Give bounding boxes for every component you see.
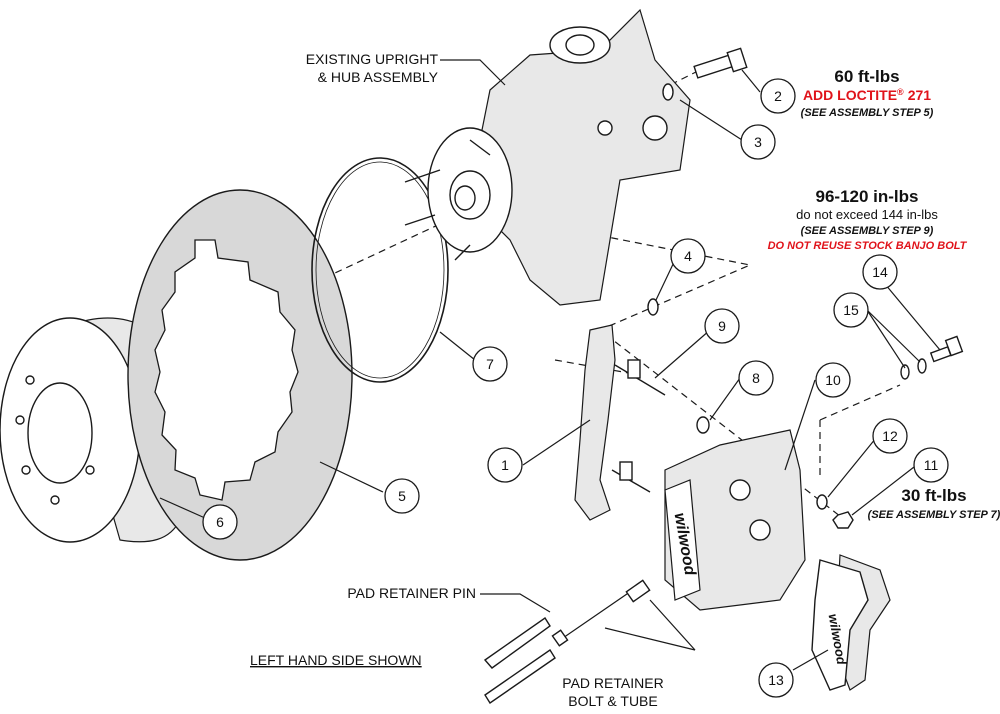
svg-text:14: 14 (872, 264, 888, 280)
callout-3: 3 (740, 124, 776, 160)
svg-text:2: 2 (774, 88, 782, 104)
pad-pin-label: PAD RETAINER PIN (347, 585, 476, 601)
washer-12 (816, 494, 828, 510)
washer-4 (647, 298, 659, 316)
upright-label-line2: & HUB ASSEMBLY (318, 69, 439, 85)
assembly-labels: EXISTING UPRIGHT & HUB ASSEMBLY PAD RETA… (250, 51, 664, 709)
upright-hub (404, 8, 691, 306)
svg-text:5: 5 (398, 488, 406, 504)
callout-5: 5 (384, 478, 420, 514)
svg-text:4: 4 (684, 248, 692, 264)
brake-rotor (127, 189, 353, 561)
washer-3 (662, 83, 674, 101)
svg-text:7: 7 (486, 356, 494, 372)
mounting-bolt (693, 47, 748, 79)
torque-nut-value: 30 ft-lbs (901, 486, 966, 505)
torque-note-banjo: 96-120 in-lbs do not exceed 144 in-lbs (… (768, 187, 968, 252)
svg-text:11: 11 (924, 457, 939, 473)
callout-1: 1 (487, 447, 523, 483)
torque-nut-step: (SEE ASSEMBLY STEP 7) (868, 509, 1000, 521)
svg-text:12: 12 (882, 428, 898, 444)
torque-note-nut: 30 ft-lbs (SEE ASSEMBLY STEP 7) (868, 486, 1000, 521)
caliper-body: wilwood (664, 429, 806, 611)
callout-4: 4 (670, 238, 706, 274)
torque-banjo-value: 96-120 in-lbs (816, 187, 919, 206)
assembly-centerlines (19, 69, 901, 521)
callout-11: 11 (913, 447, 949, 483)
svg-text:1: 1 (501, 457, 509, 473)
callout-13: 13 (758, 662, 794, 698)
pad-bolt-label-line1: PAD RETAINER (562, 675, 663, 691)
callout-9: 9 (704, 308, 740, 344)
torque-bolt-step: (SEE ASSEMBLY STEP 5) (801, 107, 934, 119)
torque-banjo-step: (SEE ASSEMBLY STEP 9) (801, 225, 934, 237)
callout-6: 6 (202, 504, 238, 540)
callout-15: 15 (833, 292, 869, 328)
svg-text:3: 3 (754, 134, 762, 150)
nut-11 (832, 511, 854, 529)
svg-text:10: 10 (825, 372, 841, 388)
banjo-bolt-warning: DO NOT REUSE STOCK BANJO BOLT (768, 240, 968, 252)
svg-text:8: 8 (752, 370, 760, 386)
torque-note-bolt: 60 ft-lbs ADD LOCTITE®271 (SEE ASSEMBLY … (801, 67, 934, 119)
torque-banjo-limit: do not exceed 144 in-lbs (796, 207, 938, 222)
caliper-bracket (574, 324, 666, 521)
svg-text:6: 6 (216, 514, 224, 530)
callout-12: 12 (872, 418, 908, 454)
loctite-note: ADD LOCTITE®271 (803, 87, 931, 103)
pad-retainer-hardware (483, 579, 651, 704)
torque-bolt-value: 60 ft-lbs (834, 67, 899, 86)
svg-text:15: 15 (843, 302, 859, 318)
banjo-bolt-set (900, 335, 964, 380)
leader-lines (159, 59, 941, 671)
wire-ring (311, 157, 449, 383)
svg-text:9: 9 (718, 318, 726, 334)
callout-10: 10 (815, 362, 851, 398)
callout-2: 2 (760, 78, 796, 114)
callout-7: 7 (472, 346, 508, 382)
pad-bolt-label-line2: BOLT & TUBE (568, 693, 657, 709)
callout-8: 8 (738, 360, 774, 396)
svg-text:13: 13 (768, 672, 784, 688)
washer-8 (696, 416, 710, 434)
callout-14: 14 (862, 254, 898, 290)
left-hand-label: LEFT HAND SIDE SHOWN (250, 652, 422, 668)
upright-label-line1: EXISTING UPRIGHT (306, 51, 439, 67)
brake-pad: wilwood (811, 554, 891, 691)
callout-bubbles: 1 2 3 4 5 6 7 8 9 10 11 12 13 14 15 (202, 78, 949, 698)
